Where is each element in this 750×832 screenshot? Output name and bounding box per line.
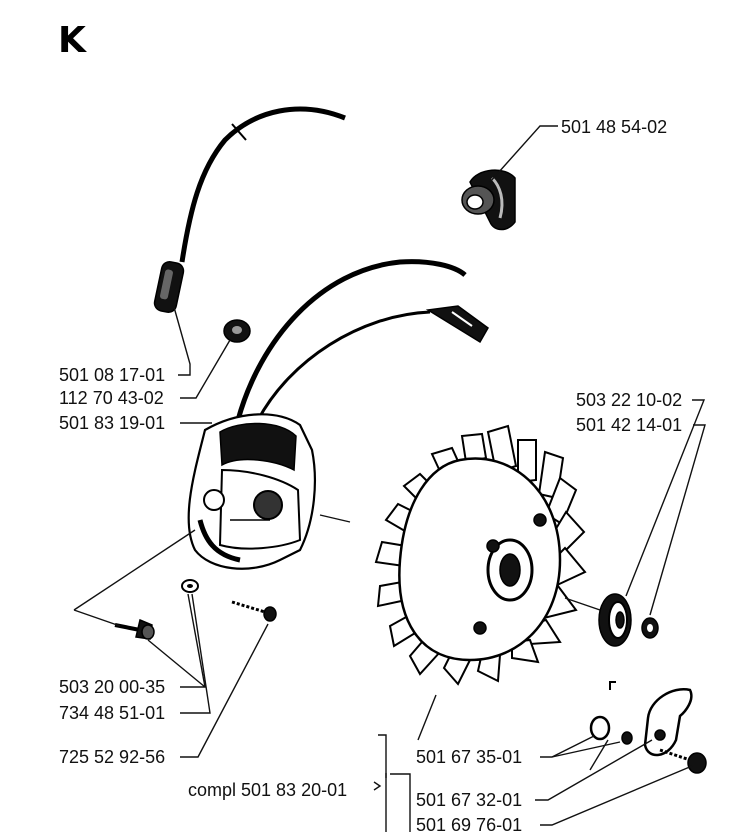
label-734-48-51-01: 734 48 51-01: [59, 703, 165, 723]
label-503-20-00-35: 503 20 00-35: [59, 677, 165, 697]
screw-725-52-92-56: [231, 600, 277, 622]
grommet-part: [223, 319, 251, 343]
label-501-48-54-02: 501 48 54-02: [561, 117, 667, 137]
pawl-assembly: [589, 681, 707, 774]
section-letter: K: [58, 20, 87, 61]
starter-pulley: [598, 593, 632, 647]
label-501-08-17-01: 501 08 17-01: [59, 365, 165, 385]
label-501-83-19-01: 501 83 19-01: [59, 413, 165, 433]
alignment-line: [319, 514, 351, 523]
nut-part: [641, 617, 659, 639]
label-compl-501-83-20-01: compl 501 83 20-01: [188, 780, 347, 800]
label-725-52-92-56: 725 52 92-56: [59, 747, 165, 767]
label-501-67-35-01: 501 67 35-01: [416, 747, 522, 767]
flywheel: [374, 424, 587, 686]
label-503-22-10-02: 503 22 10-02: [576, 390, 682, 410]
ignition-lead: [153, 106, 346, 314]
screw-503-20-00-35: [114, 618, 155, 640]
label-501-69-76-01: 501 69 76-01: [416, 815, 522, 832]
label-501-67-32-01: 501 67 32-01: [416, 790, 522, 810]
label-501-42-14-01: 501 42 14-01: [576, 415, 682, 435]
ignition-module: [187, 259, 489, 570]
spark-plug-cap: [461, 169, 516, 231]
alignment-line-2: [564, 597, 601, 611]
leader-lines: [73, 125, 706, 832]
washer-part: [181, 579, 199, 593]
label-112-70-43-02: 112 70 43-02: [59, 388, 164, 408]
